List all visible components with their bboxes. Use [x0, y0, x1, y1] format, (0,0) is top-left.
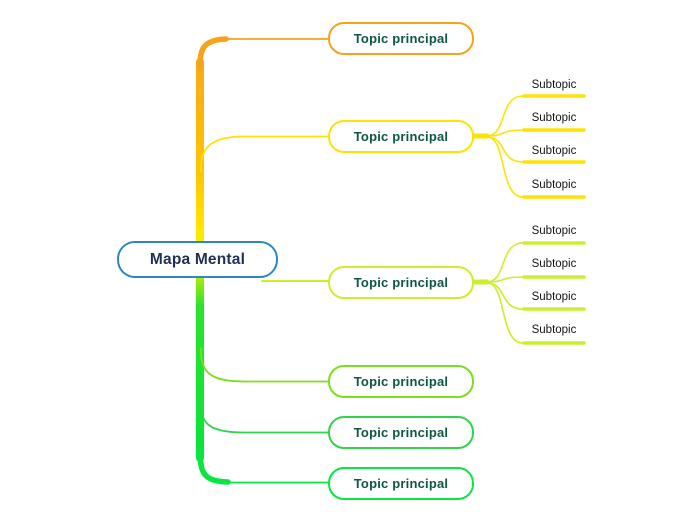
link-topic3-subtopic-4	[486, 282, 524, 344]
subtopic-node[interactable]: Subtopic	[531, 225, 577, 237]
subtopic-node[interactable]: Subtopic	[531, 112, 577, 124]
link-topic2-subtopic-1	[486, 95, 524, 137]
topic-node-2[interactable]: Topic principal	[328, 120, 474, 153]
topic-label: Topic principal	[353, 275, 449, 290]
topic-node-4[interactable]: Topic principal	[328, 365, 474, 398]
subtopic-node[interactable]: Subtopic	[531, 291, 577, 303]
topic-label: Topic principal	[353, 129, 449, 144]
subtopic-node[interactable]: Subtopic	[531, 258, 577, 270]
link-topic3-subtopic-1	[486, 242, 524, 283]
branch-topic-2	[200, 135, 331, 173]
topic-label: Topic principal	[353, 374, 449, 389]
link-topic2-subtopic-4	[486, 136, 524, 198]
topic-label: Topic principal	[353, 31, 449, 46]
link-topic2-subtopic-3	[486, 136, 524, 163]
topic-node-5[interactable]: Topic principal	[328, 416, 474, 449]
branch-topic-5	[200, 401, 331, 434]
link-topic3-subtopic-3	[486, 282, 524, 310]
root-label: Mapa Mental	[149, 250, 246, 268]
topic-node-6[interactable]: Topic principal	[328, 467, 474, 500]
topic-node-3[interactable]: Topic principal	[328, 266, 474, 299]
root-node[interactable]: Mapa Mental	[117, 241, 278, 278]
subtopic-node[interactable]: Subtopic	[531, 145, 577, 157]
link-topic2-subtopic-2	[486, 129, 524, 137]
trunk-bottom-corner	[197, 447, 231, 485]
topic-node-1[interactable]: Topic principal	[328, 22, 474, 55]
topic-label: Topic principal	[353, 476, 449, 491]
branch-topic-4	[200, 347, 331, 383]
topic-label: Topic principal	[353, 425, 449, 440]
subtopic-node[interactable]: Subtopic	[531, 179, 577, 191]
subtopic-node[interactable]: Subtopic	[531, 324, 577, 336]
subtopic-node[interactable]: Subtopic	[531, 79, 577, 91]
link-topic3-subtopic-2	[486, 276, 524, 283]
